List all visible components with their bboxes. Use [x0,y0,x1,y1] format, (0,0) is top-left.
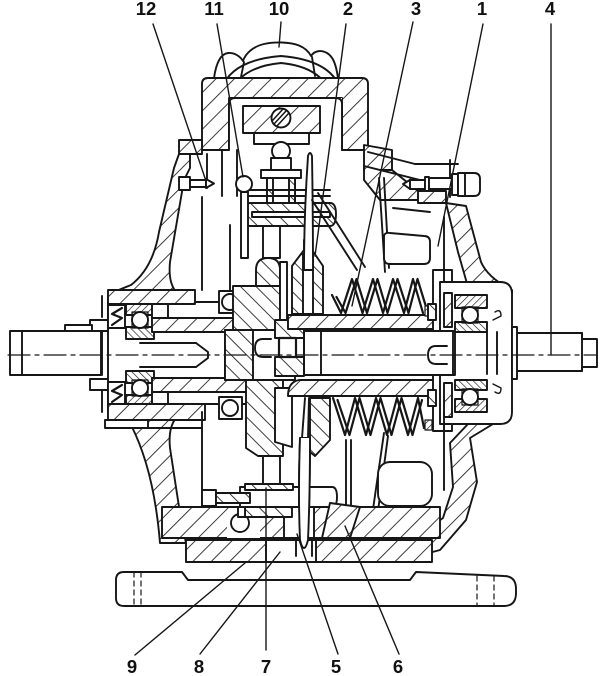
svg-text:4: 4 [545,0,556,19]
svg-text:11: 11 [204,0,224,19]
svg-text:7: 7 [261,656,271,676]
svg-text:6: 6 [393,656,403,676]
svg-text:1: 1 [477,0,487,19]
svg-text:3: 3 [411,0,421,19]
svg-text:2: 2 [343,0,353,19]
svg-text:8: 8 [194,656,204,676]
svg-text:12: 12 [136,0,157,19]
svg-text:10: 10 [269,0,290,19]
svg-text:9: 9 [127,656,137,676]
svg-text:5: 5 [331,656,341,676]
